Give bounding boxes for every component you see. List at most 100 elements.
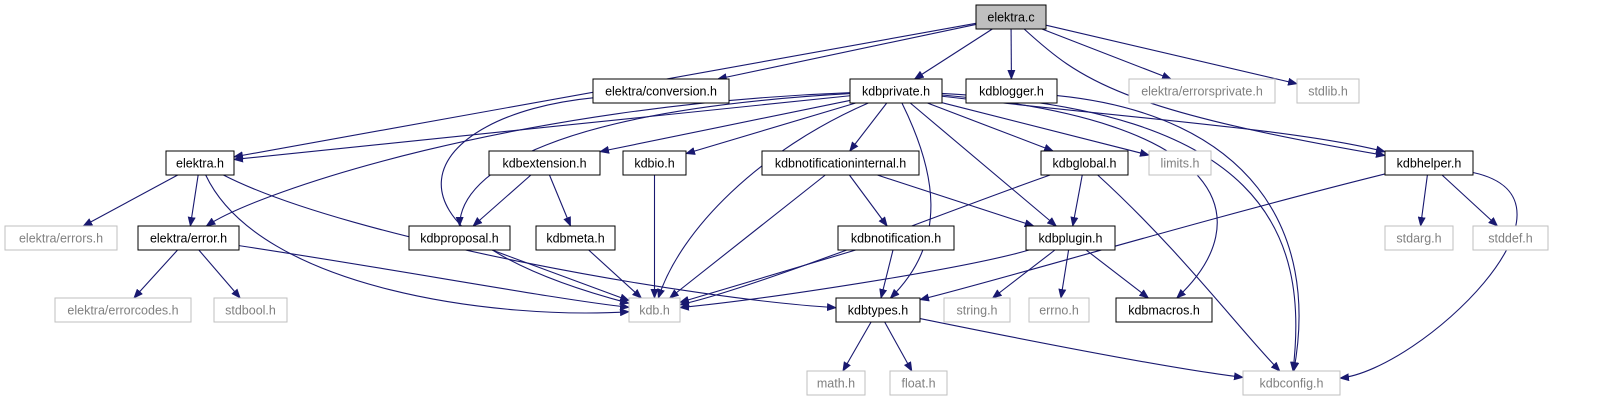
node-stdlib-h: stdlib.h: [1296, 78, 1360, 104]
edge-elektra-h-to-kdbtypes-h: [223, 174, 837, 312]
edge-kdbplugin-h-to-kdb-h: [679, 249, 1030, 311]
node-kdbmeta-h[interactable]: kdbmeta.h: [535, 225, 616, 251]
node-label: kdbconfig.h: [1260, 377, 1324, 391]
node-stddef-h: stddef.h: [1472, 225, 1549, 251]
edge-elektra-c-to-stdlib-h: [1045, 24, 1298, 86]
node-kdbprivate-h[interactable]: kdbprivate.h: [849, 78, 943, 104]
node-box: [965, 78, 1058, 104]
node-label: kdbextension.h: [502, 157, 586, 171]
node-limits-h: limits.h: [1148, 150, 1212, 176]
node-box: [535, 225, 616, 251]
node-box: [54, 297, 192, 323]
node-label: elektra/conversion.h: [605, 85, 717, 99]
node-box: [975, 4, 1047, 30]
node-box: [1025, 225, 1116, 251]
edge-kdbprivate-h-to-elektra-h: [233, 95, 851, 163]
node-box: [165, 150, 235, 176]
edge-kdbhelper-h-to-stddef-h: [1441, 174, 1499, 227]
edge-elektra-c-to-kdbhelper-h: [1023, 28, 1386, 158]
node-kdbhelper-h[interactable]: kdbhelper.h: [1384, 150, 1474, 176]
node-label: kdbmeta.h: [546, 232, 604, 246]
node-box: [835, 297, 921, 323]
edge-kdbprivate-h-to-kdb-h: [657, 102, 869, 299]
node-elektra-errors-h: elektra/errors.h: [4, 225, 118, 251]
node-kdbnotificationinternal-h[interactable]: kdbnotificationinternal.h: [761, 150, 920, 176]
edge-kdbnotification-h-to-kdbtypes-h: [879, 249, 894, 299]
node-errno-h: errno.h: [1028, 297, 1090, 323]
node-box: [943, 297, 1011, 323]
node-label: kdbio.h: [634, 157, 674, 171]
edge-kdbprivate-h-to-kdbtypes-h: [889, 102, 932, 299]
edge-kdbextension-h-to-kdbproposal-h: [472, 174, 532, 227]
node-box: [1242, 370, 1341, 396]
edge-elektra-c-to-elektra-errorsprivate-h: [1041, 28, 1172, 80]
node-stdarg-h: stdarg.h: [1384, 225, 1454, 251]
node-label: float.h: [901, 377, 935, 391]
node-kdbio-h[interactable]: kdbio.h: [622, 150, 687, 176]
node-elektra-error-h[interactable]: elektra/error.h: [137, 225, 240, 251]
node-elektra-h[interactable]: elektra.h: [165, 150, 235, 176]
edge-elektra-h-to-elektra-errors-h: [82, 174, 179, 227]
node-box: [1040, 150, 1129, 176]
node-box: [4, 225, 118, 251]
node-label: elektra.h: [176, 157, 224, 171]
edge-elektra-h-to-elektra-error-h: [187, 174, 199, 227]
edge-kdbprivate-h-to-kdbglobal-h: [927, 102, 1055, 152]
node-box: [592, 78, 730, 104]
node-box: [1128, 78, 1276, 104]
edge-elektra-error-h-to-stdbool-h: [198, 249, 241, 299]
node-box: [1115, 297, 1213, 323]
node-box: [1148, 150, 1212, 176]
node-box: [488, 150, 601, 176]
node-kdbmacros-h[interactable]: kdbmacros.h: [1115, 297, 1213, 323]
node-label: kdbnotificationinternal.h: [775, 157, 906, 171]
node-label: stdbool.h: [225, 304, 276, 318]
node-label: stddef.h: [1488, 232, 1533, 246]
edge-kdblogger-h-to-kdbconfig-h: [1056, 95, 1300, 372]
node-label: limits.h: [1161, 157, 1200, 171]
node-label: elektra/errors.h: [19, 232, 103, 246]
edge-kdbprivate-h-to-kdbplugin-h: [909, 102, 1058, 227]
node-kdbglobal-h[interactable]: kdbglobal.h: [1040, 150, 1129, 176]
node-kdbconfig-h: kdbconfig.h: [1242, 370, 1341, 396]
node-box: [408, 225, 511, 251]
node-label: kdbmacros.h: [1128, 304, 1200, 318]
node-kdbnotification-h[interactable]: kdbnotification.h: [837, 225, 955, 251]
node-kdb-h: kdb.h: [628, 297, 681, 323]
node-elektra-c[interactable]: elektra.c: [975, 4, 1047, 30]
node-label: kdbprivate.h: [862, 85, 930, 99]
node-stdbool-h: stdbool.h: [213, 297, 288, 323]
node-kdbplugin-h[interactable]: kdbplugin.h: [1025, 225, 1116, 251]
node-kdbproposal-h[interactable]: kdbproposal.h: [408, 225, 511, 251]
edge-kdbprivate-h-to-kdbconfig-h: [941, 92, 1298, 372]
node-box: [622, 150, 687, 176]
edge-kdbnotificationinternal-h-to-kdbnotification-h: [848, 174, 888, 227]
node-kdblogger-h[interactable]: kdblogger.h: [965, 78, 1058, 104]
edge-kdbprivate-h-to-kdbmacros-h: [941, 94, 1218, 299]
node-label: kdbnotification.h: [851, 232, 941, 246]
node-elektra-conversion-h[interactable]: elektra/conversion.h: [592, 78, 730, 104]
node-box: [1028, 297, 1090, 323]
edge-kdbnotificationinternal-h-to-kdb-h: [668, 174, 826, 299]
node-label: errno.h: [1039, 304, 1079, 318]
edge-kdbmeta-h-to-kdb-h: [588, 249, 643, 299]
edge-kdbplugin-h-to-string-h: [991, 249, 1056, 299]
node-box: [628, 297, 681, 323]
edge-kdbplugin-h-to-errno-h: [1058, 249, 1070, 299]
node-label: elektra.c: [987, 11, 1034, 25]
node-math-h: math.h: [806, 370, 866, 396]
edge-kdbprivate-h-to-limits-h: [941, 102, 1150, 157]
edge-kdbtypes-h-to-kdbconfig-h: [919, 318, 1244, 381]
node-elektra-errorcodes-h: elektra/errorcodes.h: [54, 297, 192, 323]
node-label: stdlib.h: [1308, 85, 1348, 99]
node-label: elektra/error.h: [150, 232, 227, 246]
node-kdbextension-h[interactable]: kdbextension.h: [488, 150, 601, 176]
edge-kdbprivate-h-to-kdbnotificationinternal-h: [849, 102, 888, 152]
node-kdbtypes-h[interactable]: kdbtypes.h: [835, 297, 921, 323]
edge-kdbhelper-h-to-stdarg-h: [1417, 174, 1428, 227]
node-label: kdbplugin.h: [1039, 232, 1103, 246]
edge-elektra-error-h-to-kdb-h: [238, 245, 630, 311]
node-box: [761, 150, 920, 176]
edge-kdbtypes-h-to-math-h: [842, 321, 872, 372]
